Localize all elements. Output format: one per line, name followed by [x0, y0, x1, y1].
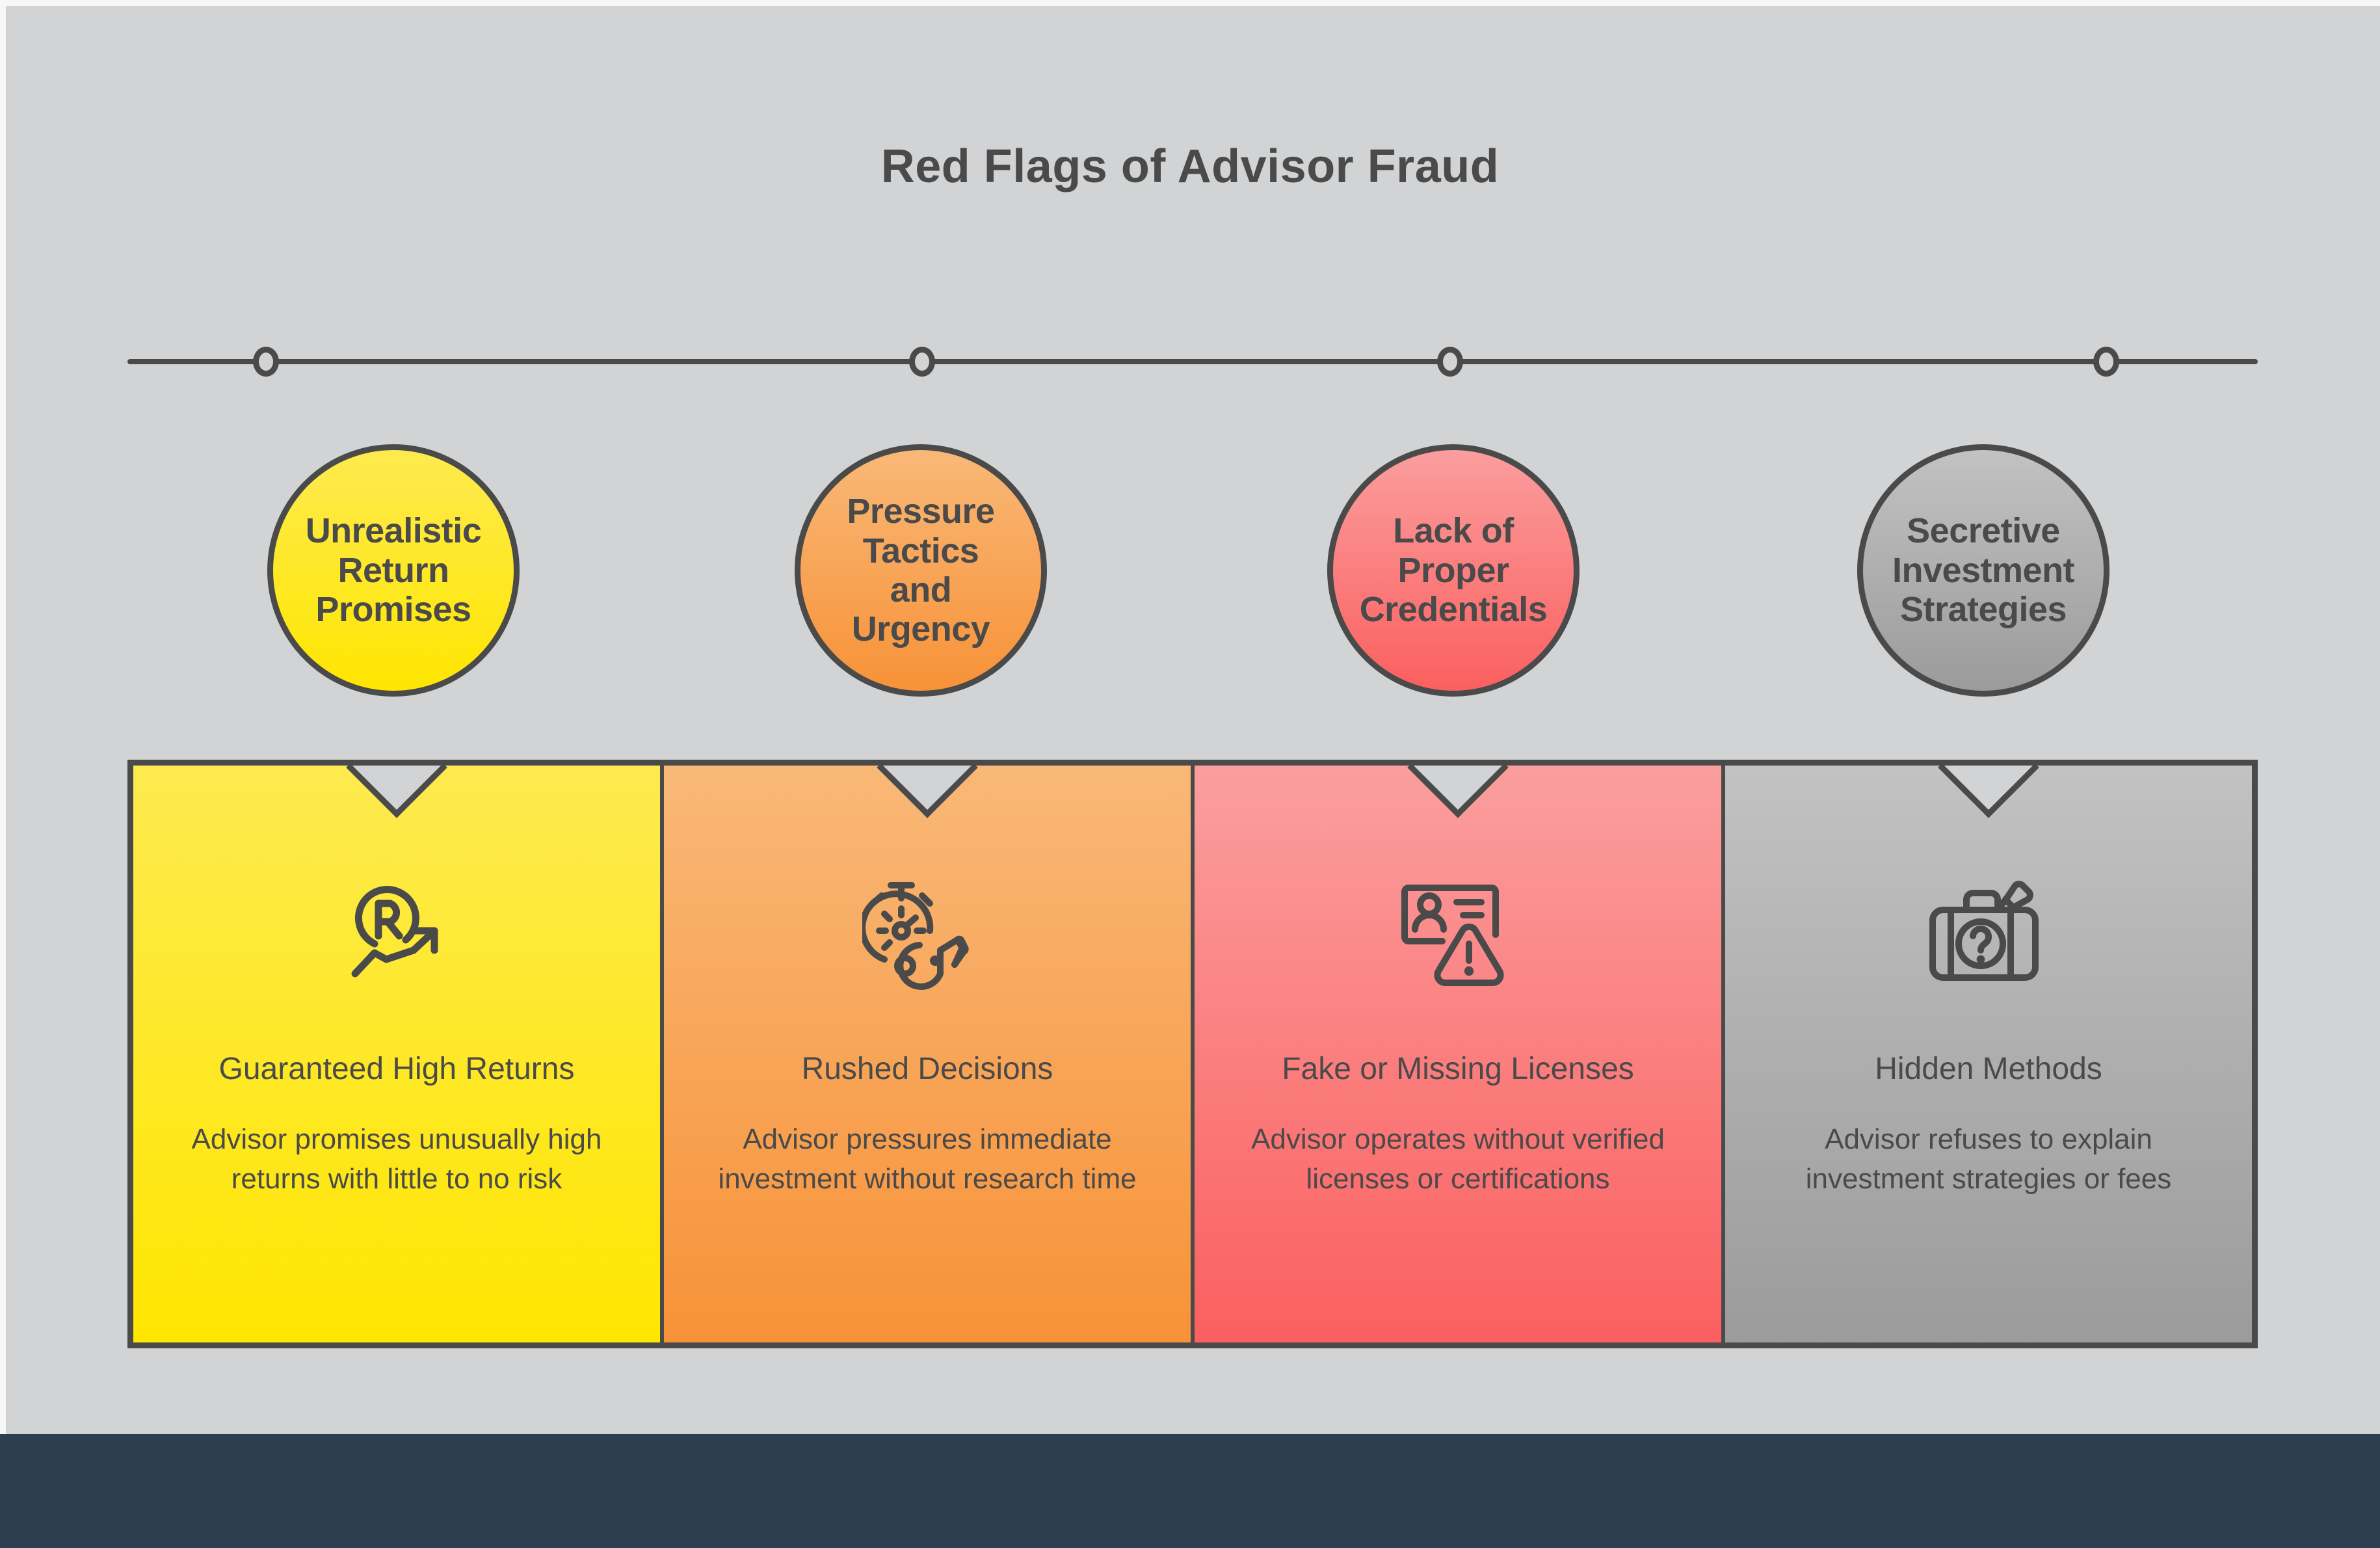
bubble-line: Proper — [1397, 550, 1509, 590]
card-notch — [1407, 766, 1509, 818]
timeline-node-1[interactable] — [252, 347, 279, 377]
step-card-heading-2: Rushed Decisions — [801, 1052, 1053, 1086]
bubble-line: Unrealistic — [305, 511, 482, 551]
step-card-4[interactable]: Hidden Methods Advisor refuses to explai… — [1721, 766, 2252, 1342]
timeline-node-3[interactable] — [1437, 347, 1464, 377]
timeline-node-4[interactable] — [2093, 347, 2120, 377]
step-bubble-label-1: Unrealistic Return Promises — [306, 511, 482, 629]
timeline-rail — [127, 347, 2258, 377]
step-card-heading-4: Hidden Methods — [1875, 1052, 2102, 1086]
card-notch — [346, 766, 447, 818]
step-card-1[interactable]: Guaranteed High Returns Advisor promises… — [133, 766, 660, 1342]
bubble-line: Promises — [315, 590, 471, 630]
step-cards-row: Guaranteed High Returns Advisor promises… — [127, 760, 2258, 1348]
id-card-warning-icon — [1393, 870, 1523, 1000]
card-notch — [877, 766, 978, 818]
bubble-line: Credentials — [1359, 590, 1548, 630]
bubble-line: Pressure — [847, 492, 995, 531]
step-bubble-3[interactable]: Lack of Proper Credentials — [1327, 444, 1580, 697]
step-bubble-4[interactable]: Secretive Investment Strategies — [1857, 444, 2109, 697]
card-notch — [1938, 766, 2039, 818]
step-card-3[interactable]: Fake or Missing Licenses Advisor operate… — [1191, 766, 1721, 1342]
step-card-2[interactable]: Rushed Decisions Advisor pressures immed… — [660, 766, 1191, 1342]
bubble-line: Investment — [1892, 550, 2075, 590]
step-bubble-label-3: Lack of Proper Credentials — [1360, 511, 1548, 629]
step-card-description-1: Advisor promises unusually high returns … — [191, 1123, 602, 1195]
step-bubble-2[interactable]: Pressure Tactics and Urgency — [795, 444, 1047, 697]
rand-coin-growth-arrow-icon — [332, 870, 462, 1000]
bubble-line: Return — [337, 550, 449, 590]
step-bubble-1[interactable]: Unrealistic Return Promises — [267, 444, 520, 697]
footer-band — [0, 1434, 2380, 1548]
bubble-line: Tactics — [862, 531, 979, 570]
step-card-description-4: Advisor refuses to explain investment st… — [1805, 1123, 2172, 1195]
stopwatch-whistle-icon — [862, 870, 992, 1000]
bubble-line: Strategies — [1899, 590, 2067, 630]
bubble-line: and — [890, 570, 952, 609]
bubble-line: Urgency — [851, 609, 990, 649]
step-bubble-label-4: Secretive Investment Strategies — [1892, 511, 2075, 630]
step-bubbles-row: Unrealistic Return Promises Pressure Tac… — [0, 444, 2380, 704]
briefcase-question-icon — [1924, 870, 2054, 1000]
step-card-description-2: Advisor pressures immediate investment w… — [718, 1123, 1137, 1195]
step-card-heading-3: Fake or Missing Licenses — [1282, 1052, 1634, 1086]
page-title: Red Flags of Advisor Fraud — [880, 140, 1500, 193]
bubble-line: Lack of — [1393, 511, 1514, 551]
step-bubble-label-2: Pressure Tactics and Urgency — [847, 492, 995, 649]
timeline-node-2[interactable] — [908, 347, 935, 377]
step-card-description-3: Advisor operates without verified licens… — [1251, 1123, 1665, 1195]
step-card-heading-1: Guaranteed High Returns — [218, 1052, 575, 1086]
bubble-line: Secretive — [1907, 511, 2060, 551]
